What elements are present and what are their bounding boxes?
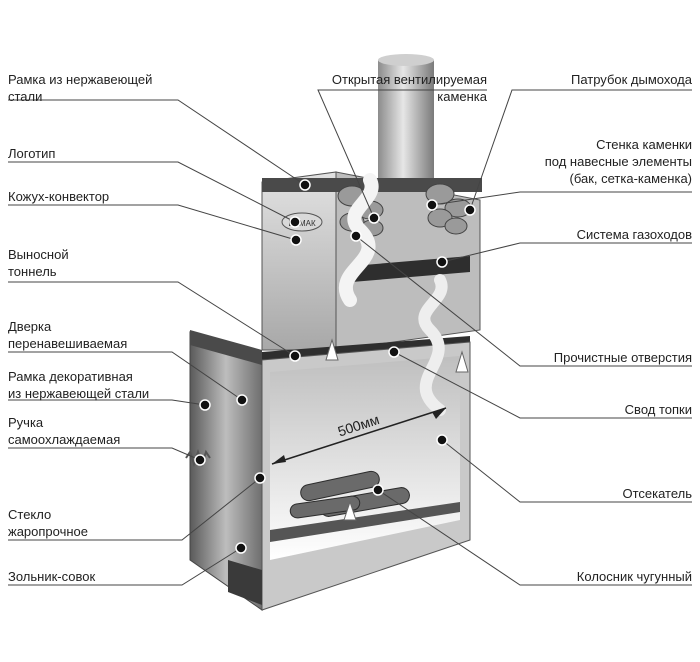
leader-tunnel-dot — [289, 350, 301, 362]
leader-frame-deco — [8, 399, 206, 406]
smoke-path-2 — [418, 274, 448, 416]
firewood — [289, 470, 410, 519]
leader-frame-deco-dot — [199, 399, 211, 411]
leader-gas-ducts-dot — [436, 256, 448, 268]
leader-chimney-dot — [464, 204, 476, 216]
leader-logo-dot — [289, 216, 301, 228]
leader-handle — [8, 447, 201, 461]
leader-frame-steel-dot — [299, 179, 311, 191]
leader-door-dot — [236, 394, 248, 406]
handle-spring — [185, 448, 211, 468]
leader-logo — [8, 161, 296, 223]
label-ash-pan: Зольник-совок — [8, 569, 96, 584]
leader-ash-pan-dot — [235, 542, 247, 554]
leader-clean-holes-dot — [350, 230, 362, 242]
leader-glass — [8, 477, 261, 541]
leader-tunnel — [8, 281, 296, 357]
chimney-top — [378, 54, 434, 66]
cast-iron-grate — [270, 502, 460, 542]
smoke-path — [338, 173, 379, 307]
label-gas-ducts: Система газоходов — [576, 227, 692, 242]
label-clean-holes: Прочистные отверстия — [553, 350, 692, 365]
leader-ash-pan — [8, 547, 242, 586]
label-casing: Кожух-конвектор — [8, 189, 110, 204]
ash-pan-shape — [228, 560, 262, 605]
leader-casing-dot — [290, 234, 302, 246]
label-firebox-vault: Свод топки — [624, 402, 692, 417]
dimension-line — [271, 407, 447, 465]
leader-handle-dot — [194, 454, 206, 466]
leader-grate — [377, 489, 692, 586]
leader-cutoff-dot — [436, 434, 448, 446]
upper-casing — [261, 171, 337, 351]
leader-casing — [8, 204, 297, 241]
door-panel — [190, 330, 262, 365]
leader-heater-wall — [431, 191, 692, 206]
leader-dots — [194, 179, 476, 554]
leader-open-heater-dot — [368, 212, 380, 224]
label-cutoff: Отсекатель — [622, 486, 692, 501]
leader-cutoff — [441, 439, 692, 503]
dimension-arrow-right — [432, 408, 446, 419]
label-chimney: Патрубок дымохода — [570, 72, 692, 87]
leader-firebox-vault-dot — [388, 346, 400, 358]
leader-open-heater — [317, 89, 487, 219]
leader-door — [8, 351, 243, 401]
leader-grate-dot — [372, 484, 384, 496]
flow-arrows — [325, 338, 469, 521]
leader-heater-wall-dot — [426, 199, 438, 211]
leader-firebox-vault — [393, 351, 692, 419]
leader-frame-steel — [8, 99, 306, 186]
label-logo: Логотип — [8, 146, 56, 161]
leader-glass-dot — [254, 472, 266, 484]
leader-lines — [8, 89, 692, 586]
leader-chimney — [469, 89, 692, 211]
leader-clean-holes — [355, 235, 692, 367]
label-grate: Колосник чугунный — [576, 569, 692, 584]
leader-gas-ducts — [441, 242, 692, 263]
logo-text: ЕРМАК — [288, 219, 316, 228]
dimension-arrow-left — [272, 455, 286, 464]
